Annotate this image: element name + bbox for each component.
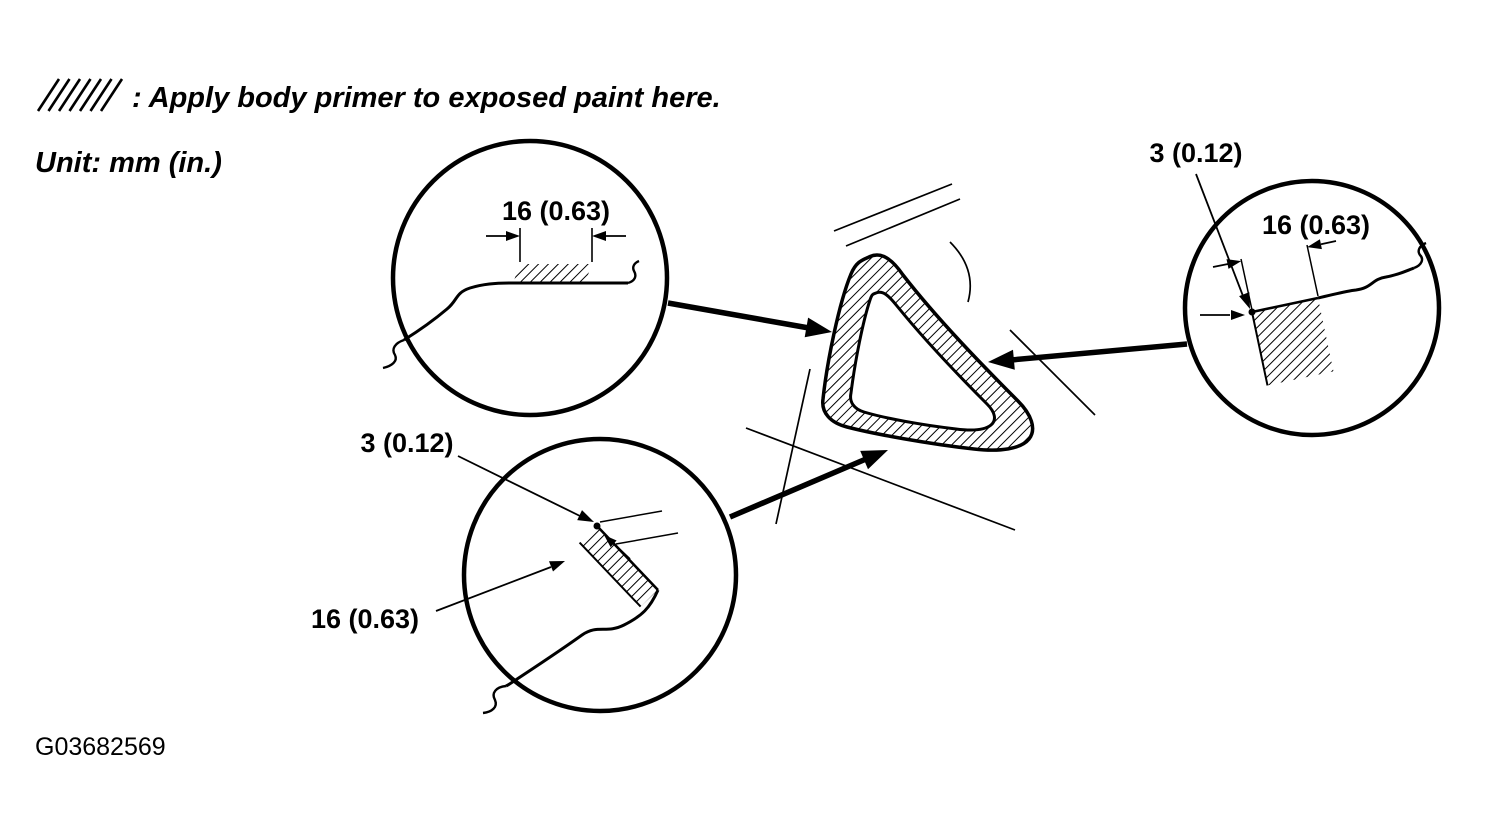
unit-label: Unit: mm (in.) [35, 147, 222, 179]
leader-arrow [577, 510, 594, 522]
break-symbol [627, 259, 640, 285]
hatch-stroke [78, 78, 103, 112]
detail-circle-outline [1182, 178, 1442, 438]
panel-profile [1317, 266, 1415, 300]
extension-line [1240, 258, 1253, 311]
dim-3-bottom-label: 3 (0.12) [360, 428, 453, 458]
legend-label: : Apply body primer to exposed paint her… [132, 82, 721, 114]
leader-line [1195, 173, 1244, 297]
arrow-shaft [728, 456, 868, 520]
extension-line [615, 532, 679, 545]
panel-line [845, 198, 961, 247]
break-symbol [1413, 241, 1427, 270]
seal-primer-band [822, 255, 1033, 451]
panel-line [1009, 329, 1096, 416]
primer-strip [513, 264, 592, 283]
body-panel-lines [745, 183, 1096, 531]
primer-strip-edge [578, 541, 642, 608]
dimension-line [1212, 263, 1229, 268]
primer-strip [1252, 298, 1334, 386]
detail-circle-bottom: 3 (0.12) 16 (0.63) [311, 428, 739, 715]
dimension-line [1320, 240, 1337, 246]
hatch-stroke [89, 78, 113, 112]
seal-cross-section [821, 253, 1035, 452]
break-symbol [382, 338, 405, 370]
panel-line [775, 368, 811, 525]
arrow-shaft [667, 300, 810, 331]
arrow-head [804, 317, 832, 338]
hatch-stroke [47, 78, 71, 112]
edge-point [593, 522, 601, 530]
detail-circle-outline [390, 138, 670, 418]
seal-outer-edge [821, 253, 1035, 452]
panel-profile [505, 589, 660, 688]
detail-circle-outline [461, 436, 739, 714]
leader-line [457, 455, 581, 517]
panel-profile [403, 281, 628, 342]
callout-arrows [667, 300, 1188, 520]
primer-legend: : Apply body primer to exposed paint her… [36, 78, 721, 114]
dim-16-right-label: 16 (0.63) [1262, 210, 1370, 240]
leader-arrow [1239, 292, 1250, 309]
dim-16-bottom-label: 16 (0.63) [311, 604, 419, 634]
callout-arrow-bottom [728, 450, 888, 520]
hatch-stroke [68, 78, 92, 112]
primer-strip [579, 526, 658, 607]
seal-inner-edge [849, 290, 996, 432]
dimension-line [611, 541, 631, 560]
figure-id: G03682569 [35, 733, 166, 761]
panel-line [949, 241, 972, 303]
panel-profile [1251, 296, 1319, 314]
primer-strip-edge [1251, 311, 1269, 386]
leader-line [435, 566, 552, 612]
hatch-swatch-icon [36, 78, 124, 112]
dimension-arrow [1231, 310, 1245, 320]
leader-arrow [549, 561, 565, 572]
edge-point [1248, 308, 1256, 316]
extension-line [1306, 244, 1319, 297]
dimension-arrow [604, 535, 617, 548]
detail-circle-right: 3 (0.12) 16 (0.63) [1149, 138, 1442, 438]
panel-line [833, 183, 953, 232]
dim-16-top-label: 16 (0.63) [502, 196, 610, 226]
callout-arrow-right [988, 341, 1188, 370]
dim-3-right-label: 3 (0.12) [1149, 138, 1242, 168]
hatch-stroke [57, 78, 82, 112]
arrow-head [860, 450, 888, 470]
detail-circle-top: 16 (0.63) [382, 138, 670, 418]
break-symbol [482, 684, 507, 715]
extension-line [599, 510, 663, 523]
arrow-shaft [1010, 341, 1188, 363]
arrow-head [988, 349, 1015, 370]
dimension-arrow [1307, 239, 1322, 250]
callout-arrow-top [667, 300, 832, 338]
hatch-stroke [99, 78, 124, 112]
panel-line [745, 427, 1016, 531]
hatch-stroke [36, 78, 61, 112]
dimension-arrow [506, 231, 520, 241]
dimension-arrow [592, 231, 606, 241]
